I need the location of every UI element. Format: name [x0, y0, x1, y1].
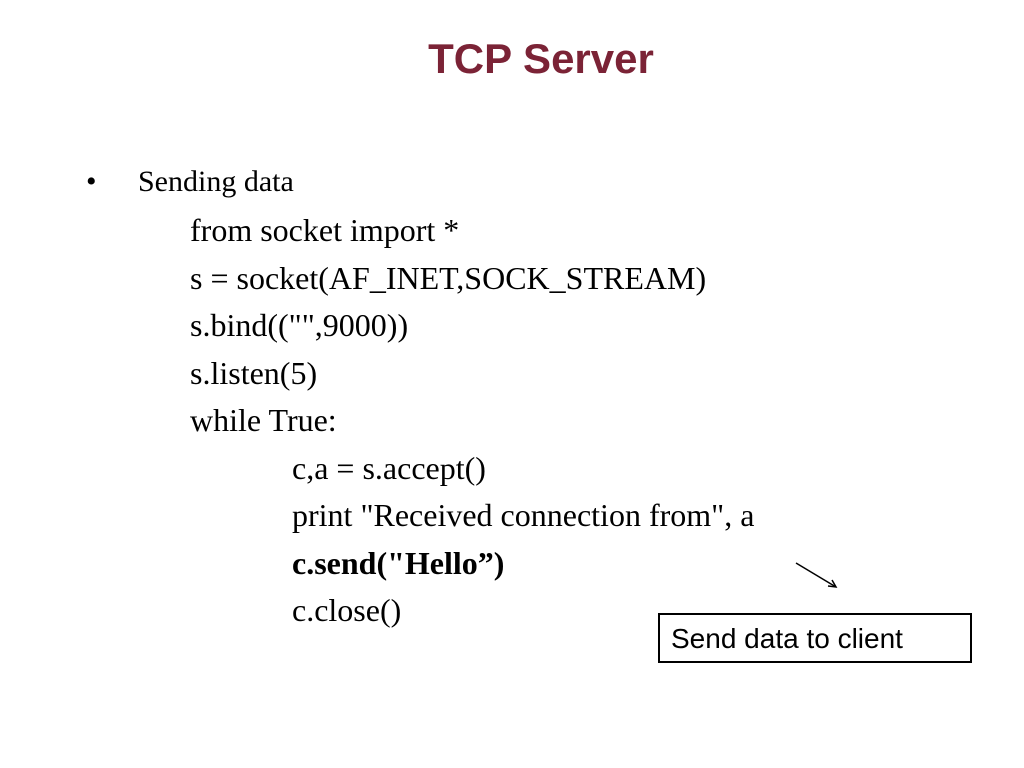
bullet-heading: Sending data: [138, 165, 294, 198]
code-line: s.bind(("",9000)): [190, 307, 409, 343]
callout-text: Send data to client: [671, 623, 903, 654]
code-line: c.close(): [292, 592, 402, 628]
callout-box: Send data to client: [658, 613, 972, 663]
code-line: while True:: [190, 402, 337, 438]
code-line: s.listen(5): [190, 354, 318, 391]
slide-title: TCP Server: [428, 35, 654, 82]
code-line: print "Received connection from", a: [292, 497, 755, 533]
arrow-pointer-icon: [795, 562, 838, 588]
bullet-item: • Sending data: [86, 160, 294, 204]
code-line: s = socket(AF_INET,SOCK_STREAM): [190, 259, 707, 296]
code-line: c,a = s.accept(): [292, 449, 486, 486]
code-line: from socket import *: [190, 212, 460, 248]
code-line: c.send("Hello”): [292, 544, 505, 581]
bullet-marker: •: [86, 165, 97, 198]
